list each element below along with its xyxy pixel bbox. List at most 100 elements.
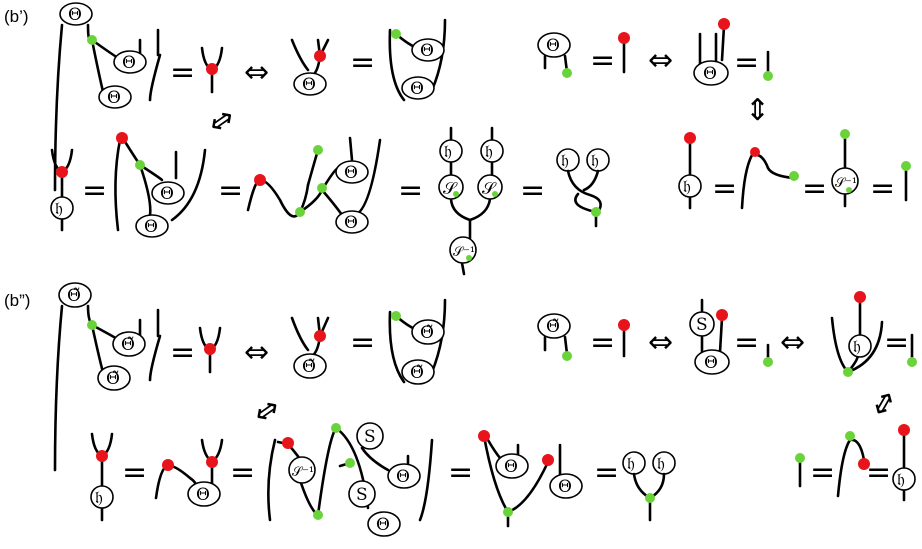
S-glyph: S [364, 427, 376, 447]
h-glyph: 𝔥 [444, 142, 452, 162]
iff-arrow: ⇔ [244, 55, 269, 90]
diagram-b2-theta-loop: Θ̃ Θ̃ Θ̃ [53, 282, 162, 472]
diagram-b1-inverse-merge: Θ [290, 38, 330, 96]
red-dot [204, 343, 216, 355]
iff-diagonal-arrow: ⇔ [246, 389, 287, 432]
theta-node [335, 210, 369, 234]
iff-diagonal-arrow: ⇔ [862, 384, 905, 423]
h-glyph: 𝔥 [561, 151, 569, 171]
diagram-b2-vee: Θ Θ [478, 430, 583, 528]
green-dot [763, 357, 773, 367]
theta-tilde-node [293, 353, 327, 379]
green-dot [840, 129, 850, 139]
red-dot [684, 132, 696, 144]
equals-sign: = [734, 45, 759, 80]
h-node [90, 485, 114, 509]
diagram-b2-theta-unit: Θ̃ [537, 313, 572, 361]
diagram-b2-h-pair: 𝔥 𝔥 [622, 451, 676, 522]
green-dot [345, 458, 355, 468]
antipode-inverse-node [831, 167, 859, 195]
green-dot [391, 311, 401, 321]
equals-sign: = [802, 171, 827, 206]
theta-glyph: Θ [160, 184, 174, 204]
theta-glyph: Θ [302, 75, 316, 95]
diagram-b2-inverse-merge: Θ̃ [290, 316, 330, 379]
equals-sign: = [866, 455, 891, 490]
equals-sign: = [230, 455, 255, 490]
green-dot [645, 493, 655, 503]
theta-node [335, 160, 369, 184]
h-glyph: 𝔥 [627, 454, 635, 474]
theta-glyph: Θ [558, 477, 572, 497]
theta-tilde-node [58, 282, 92, 308]
equals-sign: = [590, 325, 615, 360]
red-dot [858, 458, 870, 470]
h-node [50, 196, 74, 220]
red-dot [254, 174, 266, 186]
iff-diagonal-arrow: ⇔ [201, 99, 242, 142]
S-node [356, 422, 384, 450]
label-b-double-prime: (b”) [4, 291, 30, 310]
diagram-b1-h-merge: 𝔥 [50, 148, 74, 232]
theta-tilde-node [401, 359, 435, 385]
red-dot [750, 147, 760, 157]
green-dot [391, 29, 401, 39]
theta-tilde-glyph: Θ̃ [302, 357, 316, 377]
S-glyph: S [356, 485, 368, 505]
antipode-inverse-glyph: 𝒮⁻¹ [292, 465, 314, 480]
h-glyph: 𝔥 [95, 488, 103, 508]
green-dot [907, 357, 917, 367]
diagram-b2-red-merge [198, 326, 222, 374]
theta-node [113, 50, 147, 74]
green-dot [591, 207, 601, 217]
green-dot [789, 171, 799, 181]
diagram-b1-crossing: 𝔥 𝔥 [556, 148, 610, 228]
red-dot [314, 50, 326, 62]
h-glyph: 𝔥 [485, 142, 493, 162]
theta-glyph: Θ [703, 64, 717, 84]
red-dot [162, 459, 174, 471]
equals-sign: = [594, 455, 619, 490]
theta-node [411, 38, 445, 62]
theta-tilde-glyph: Θ̃ [121, 335, 135, 355]
h-glyph: 𝔥 [853, 337, 861, 357]
theta-tilde-glyph: Θ̃ [420, 323, 434, 343]
red-dot [282, 437, 294, 449]
green-dot [492, 191, 498, 197]
green-dot [295, 207, 305, 217]
label-b-prime: (b’) [4, 7, 29, 26]
equals-sign: = [734, 325, 759, 360]
green-dot [562, 351, 572, 361]
theta-glyph: Θ [376, 515, 390, 535]
antipode-inverse-node [288, 456, 316, 484]
diagram-b2-S-theta: S Θ [689, 298, 730, 375]
red-dot [716, 309, 728, 321]
red-dot [542, 454, 554, 466]
green-dot [843, 367, 853, 377]
S-glyph: S [696, 315, 708, 335]
red-dot [96, 450, 108, 462]
equals-sign: = [122, 455, 147, 490]
theta-node [387, 463, 421, 489]
h-node [678, 174, 702, 198]
equals-sign: = [810, 455, 835, 490]
red-dot [56, 166, 68, 178]
green-dot [313, 510, 323, 520]
theta-node [59, 2, 93, 26]
theta-glyph: Θ [122, 53, 136, 73]
diagram-b2-long-chain: 𝒮⁻¹ S S Θ Θ [267, 422, 434, 537]
green-dot [795, 453, 805, 463]
theta-node [367, 511, 401, 537]
diagram-b2-green-unit [763, 343, 773, 367]
theta-glyph: Θ [420, 41, 434, 61]
red-dot [478, 430, 490, 442]
green-dot [763, 71, 773, 81]
diagram-b2-rhs: Θ̃ Θ̃ [388, 298, 447, 385]
diagram-b2-arc-merge: Θ [154, 438, 224, 507]
theta-tilde-glyph: Θ̃ [67, 286, 81, 306]
S-node [348, 480, 376, 508]
theta-node [98, 85, 132, 109]
theta-tilde-node [97, 365, 131, 391]
diagram-b2-green-line [907, 333, 917, 367]
